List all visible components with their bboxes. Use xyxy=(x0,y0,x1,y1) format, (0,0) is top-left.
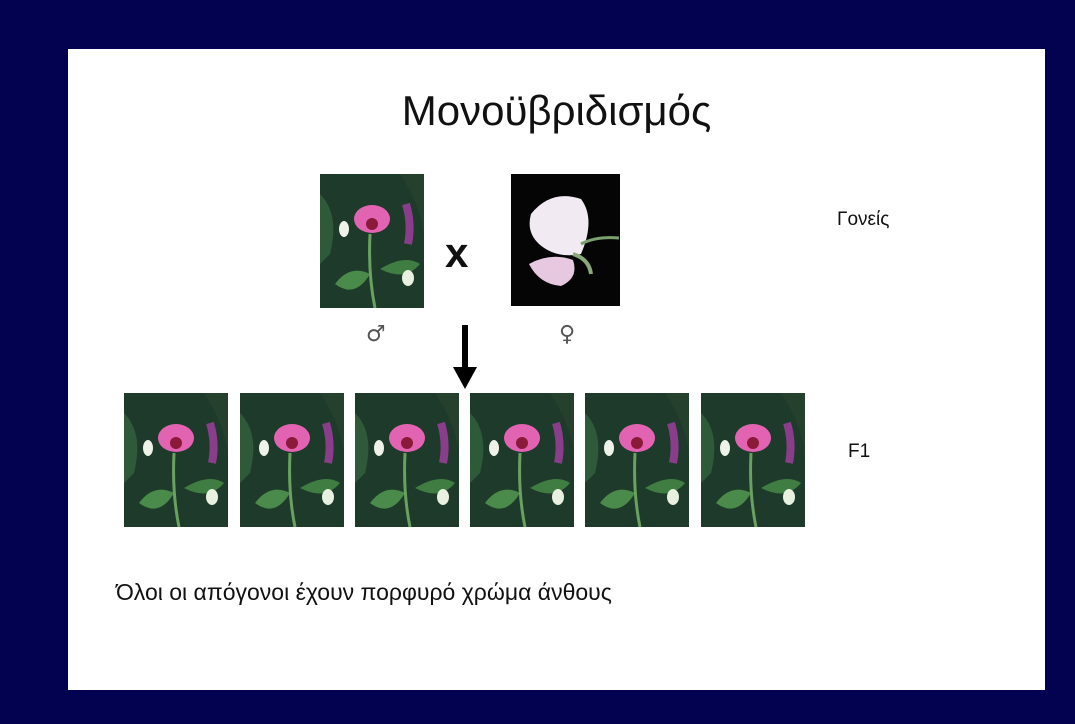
offspring-purple-flower-image xyxy=(585,393,689,527)
slide-title: Μονοϋβριδισμός xyxy=(68,87,1045,135)
parent-purple-flower-image xyxy=(320,174,424,308)
purple-flower-icon xyxy=(124,393,228,527)
cross-symbol: x xyxy=(445,229,468,277)
parent-white-flower-image xyxy=(511,174,620,306)
purple-flower-icon xyxy=(320,174,424,308)
purple-flower-icon xyxy=(355,393,459,527)
purple-flower-icon xyxy=(240,393,344,527)
male-symbol: ♂ xyxy=(366,322,386,347)
offspring-purple-flower-image xyxy=(124,393,228,527)
caption: Όλοι οι απόγονοι έχουν πορφυρό χρώμα άνθ… xyxy=(116,579,612,606)
purple-flower-icon xyxy=(701,393,805,527)
offspring-purple-flower-image xyxy=(701,393,805,527)
down-arrow-icon xyxy=(453,325,477,391)
purple-flower-icon xyxy=(585,393,689,527)
purple-flower-icon xyxy=(470,393,574,527)
offspring-purple-flower-image xyxy=(240,393,344,527)
offspring-purple-flower-image xyxy=(355,393,459,527)
offspring-purple-flower-image xyxy=(470,393,574,527)
slide: Μονοϋβριδισμός x xyxy=(68,49,1045,690)
f1-label: F1 xyxy=(848,441,870,463)
white-flower-icon xyxy=(511,174,620,306)
parents-label: Γονείς xyxy=(837,209,889,231)
female-symbol: ♀ xyxy=(559,322,575,347)
